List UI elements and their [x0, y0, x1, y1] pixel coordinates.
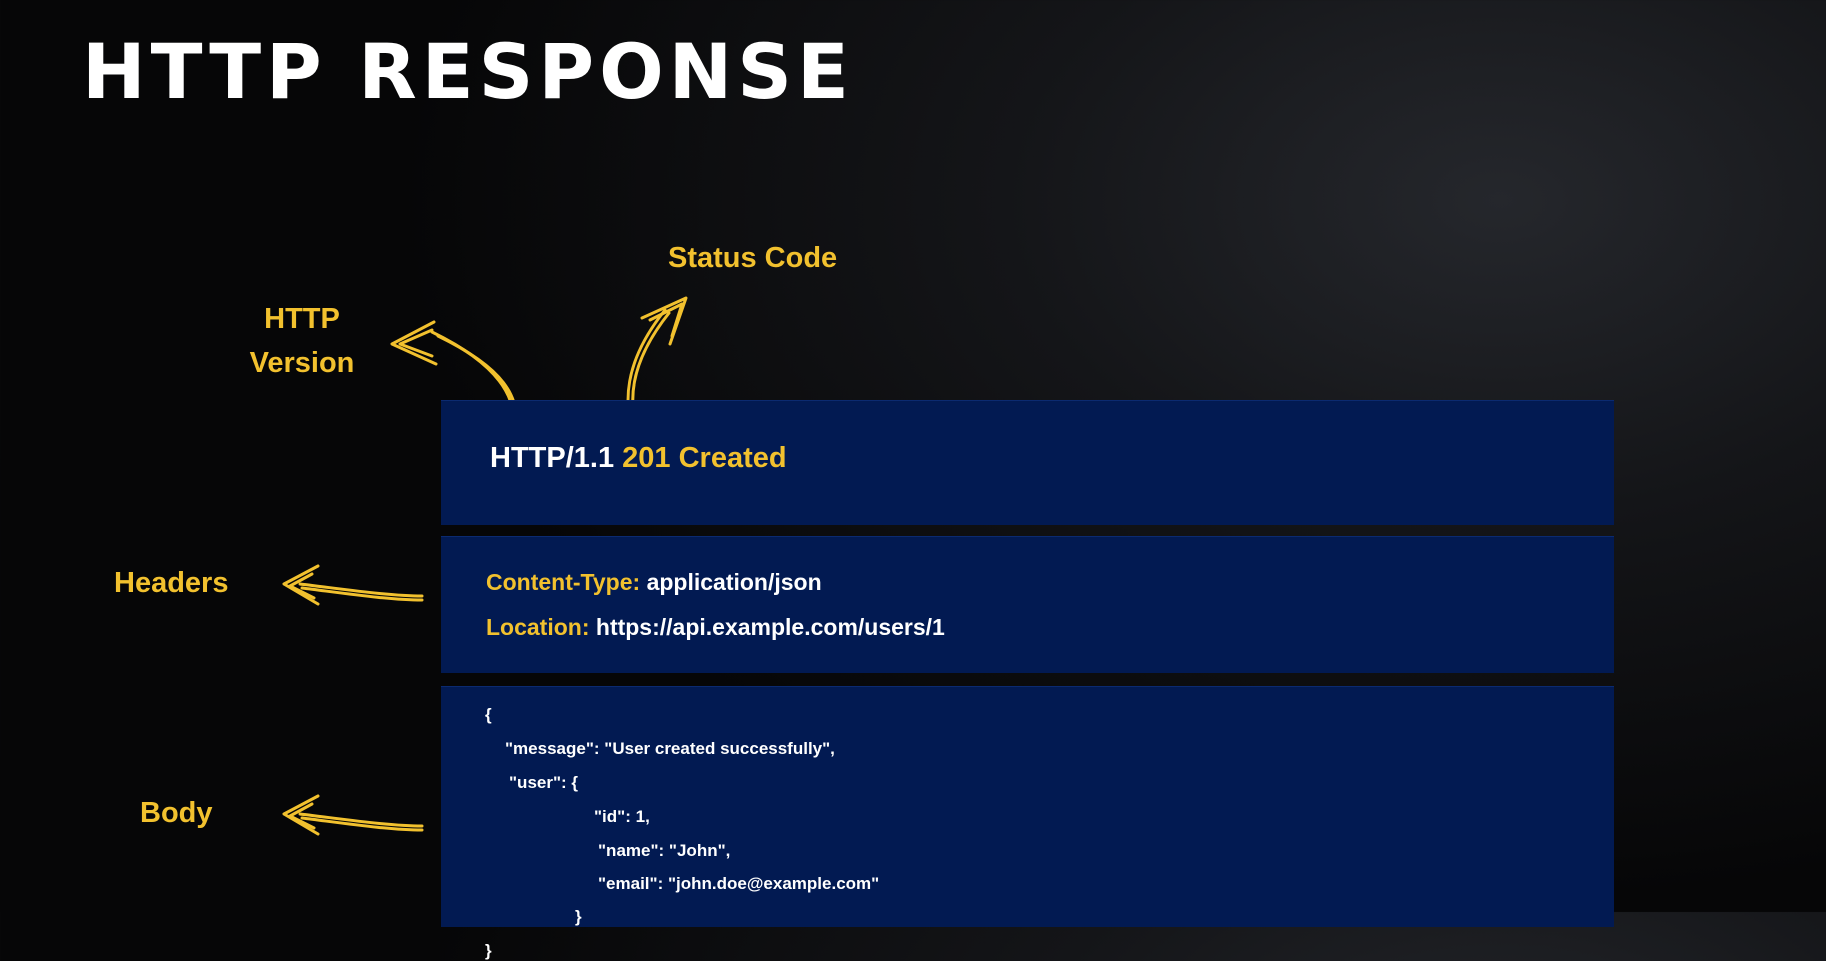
label-http-version-line2: Version — [249, 346, 355, 379]
json-line: "name": "John", — [598, 841, 731, 860]
label-http-version: HTTP Version — [232, 298, 372, 385]
label-http-version-line1: HTTP — [264, 303, 340, 335]
json-line: } — [575, 907, 582, 926]
body-panel: { "message": "User created successfully"… — [441, 686, 1614, 960]
http-version-text: HTTP/1.1 — [490, 442, 615, 474]
hand-drawn-arrow-icon — [282, 794, 424, 836]
header-value: https://api.example.com/users/1 — [595, 614, 945, 640]
json-line: "message": "User created successfully", — [505, 739, 835, 758]
header-key: Location: — [486, 614, 590, 640]
status-line-panel: HTTP/1.1 201 Created — [441, 400, 1614, 525]
status-line: HTTP/1.1 201 Created — [490, 442, 787, 475]
header-value: application/json — [646, 569, 822, 595]
hand-drawn-arrow-icon — [282, 564, 424, 606]
json-line: { — [485, 705, 492, 724]
header-row-content-type: Content-Type: application/json — [486, 569, 822, 596]
json-line: "id": 1, — [594, 807, 650, 826]
label-status-code: Status Code — [668, 242, 838, 274]
label-body: Body — [140, 797, 213, 829]
page-title: HTTP RESPONSE — [82, 27, 854, 116]
json-line: } — [485, 941, 492, 960]
headers-panel: Content-Type: application/json Location:… — [441, 536, 1614, 673]
json-line: "email": "john.doe@example.com" — [598, 874, 880, 893]
status-code-text: 201 Created — [622, 442, 787, 474]
header-key: Content-Type: — [486, 569, 641, 595]
json-line: "user": { — [509, 773, 579, 792]
header-row-location: Location: https://api.example.com/users/… — [486, 614, 945, 641]
label-headers: Headers — [114, 567, 229, 599]
